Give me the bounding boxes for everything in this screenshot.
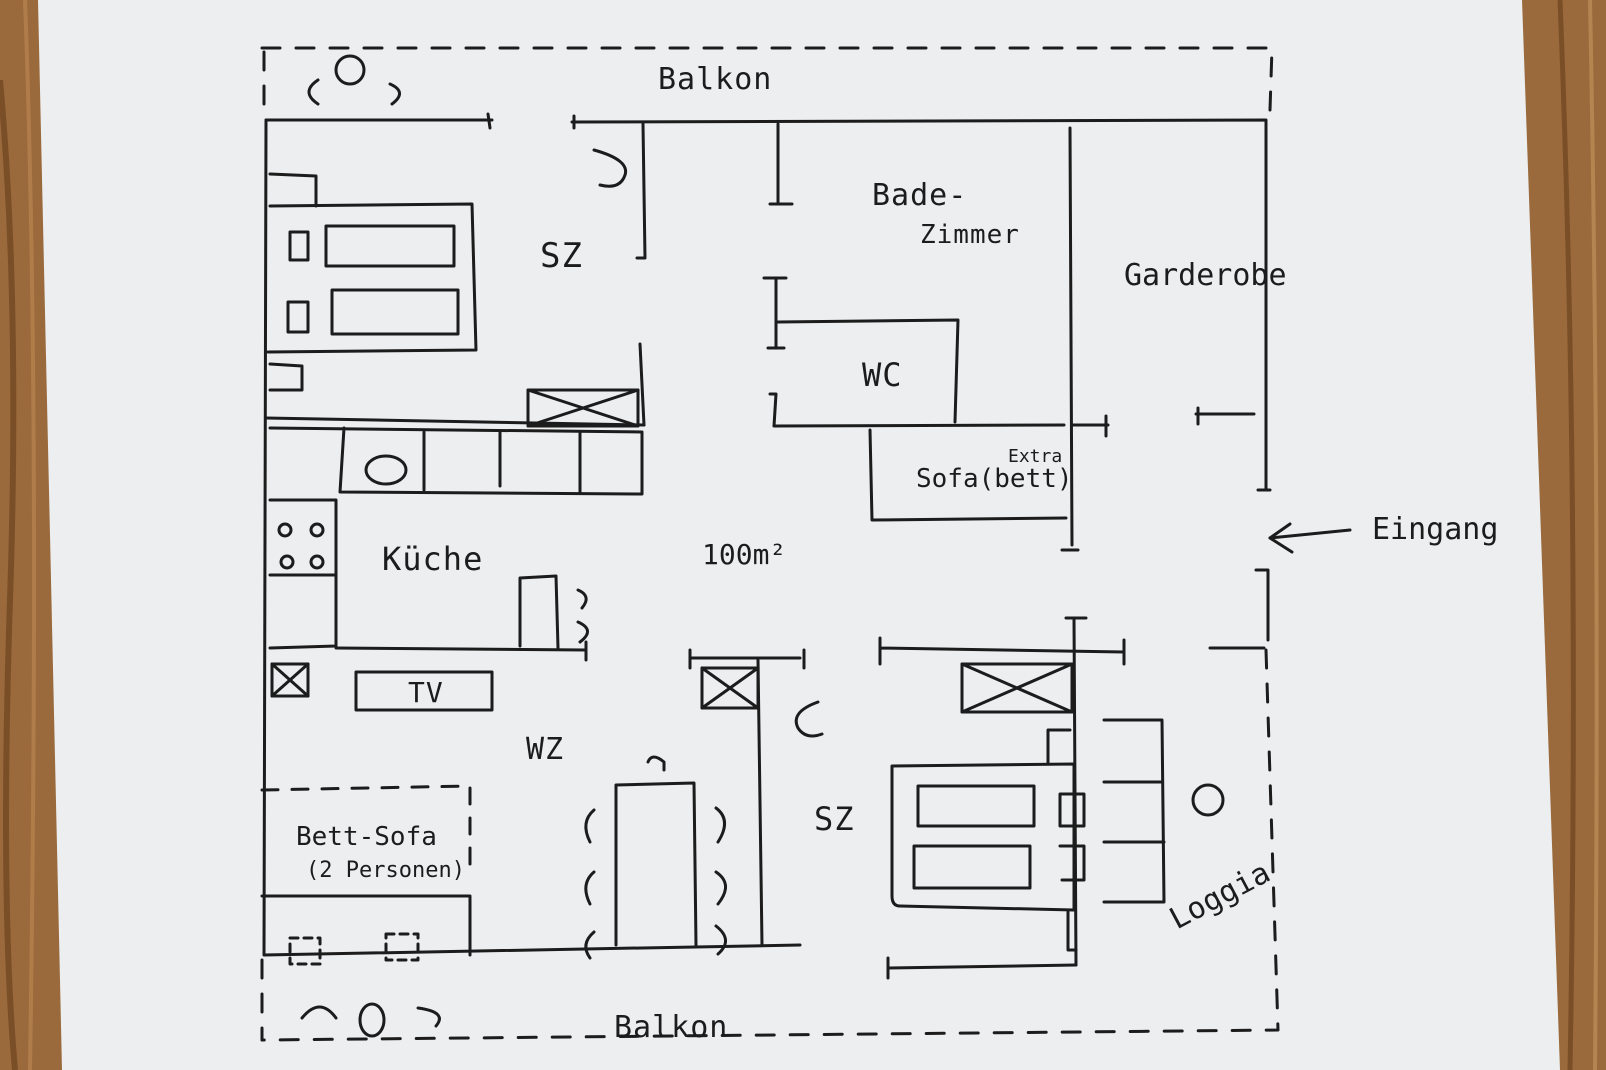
wardrobe-label: Garderobe (1124, 258, 1287, 293)
balcony-dashed-outline (260, 46, 1280, 1042)
sofa-bed-outline (868, 428, 1068, 522)
entrance-label: Eingang (1372, 512, 1499, 547)
bed-sofa-label-line1: Bett-Sofa (296, 822, 437, 852)
bathroom-label-line2: Zimmer (920, 220, 1020, 250)
bedroom-1-label: SZ (540, 236, 583, 276)
bedroom-2-furniture (700, 662, 1225, 952)
bedroom-1-walls (264, 122, 647, 427)
sofa-bed-label: Sofa(bett) (916, 464, 1073, 494)
balcony-bottom-label: Balkon (614, 1010, 729, 1045)
bathroom-walls (762, 122, 1256, 552)
living-room-label: WZ (526, 732, 565, 767)
exterior-walls (262, 112, 1272, 957)
bed-sofa-label-line2: (2 Personen) (306, 858, 465, 883)
kitchen-label: Küche (382, 540, 484, 578)
balcony-top-label: Balkon (658, 62, 773, 97)
wc-label: WC (862, 356, 903, 394)
tv-label: TV (408, 676, 444, 709)
area-label: 100m² (702, 538, 787, 571)
bedroom-2-label: SZ (814, 800, 855, 838)
bedroom-1-furniture (266, 54, 640, 428)
living-room-furniture (260, 662, 727, 1038)
kitchen-furniture (268, 426, 644, 662)
bathroom-label-line1: Bade- (872, 178, 968, 213)
extra-label: Extra (1008, 446, 1063, 467)
entrance-arrow (1268, 522, 1352, 554)
